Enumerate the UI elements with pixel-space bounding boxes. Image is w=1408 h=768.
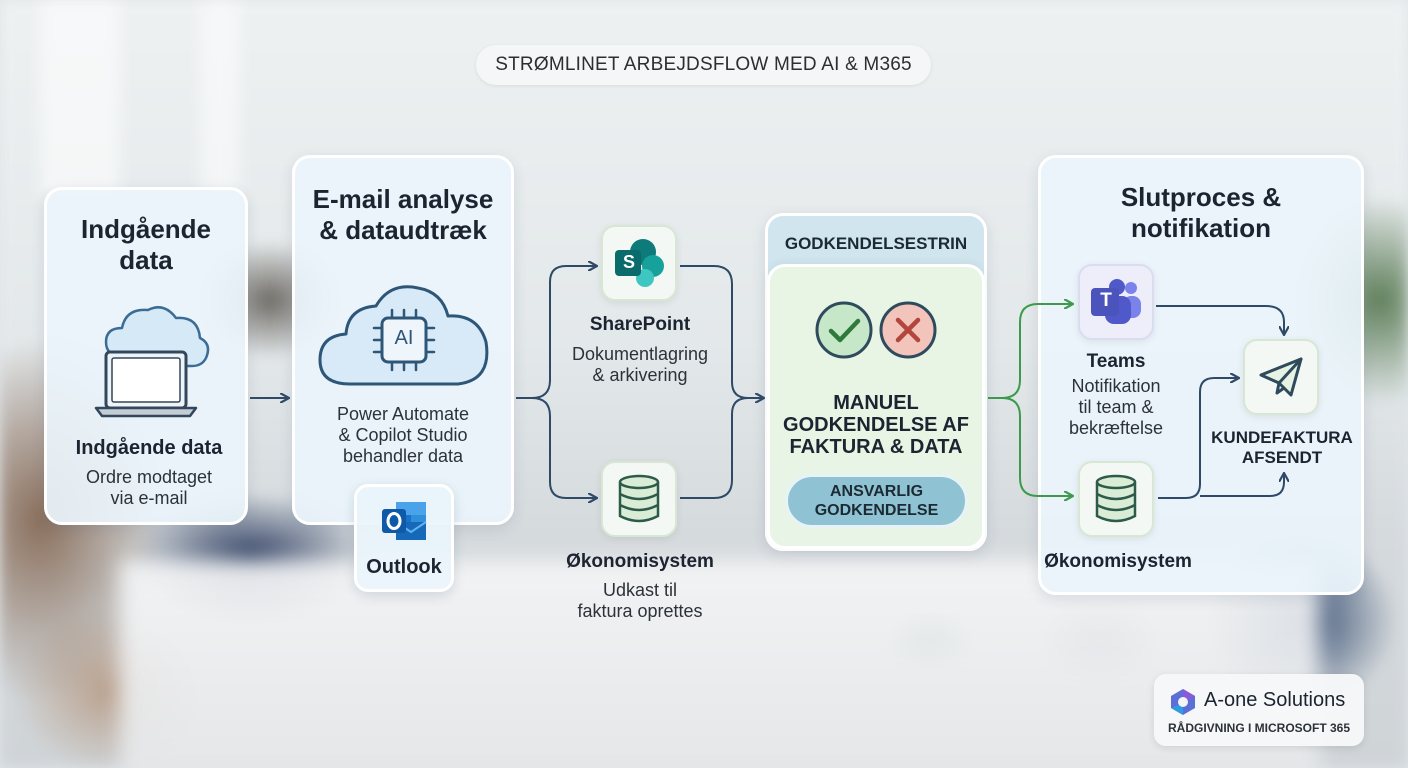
responsible-approval-line1: ANSVARLIG <box>829 483 924 500</box>
approval-description-line3: FAKTURA & DATA <box>789 436 963 458</box>
arrow-analysis-to-sharepoint <box>516 266 596 399</box>
sharepoint-desc: Dokumentlagring & arkivering <box>540 344 740 386</box>
brand-name-bold: A-one <box>1204 689 1258 711</box>
economy-system-desc: Udkast til faktura oprettes <box>540 580 740 622</box>
stage-email-analysis-desc-line1: Power Automate <box>336 404 470 424</box>
final-economy-label: Økonomisystem <box>1044 551 1192 572</box>
approval-description: MANUEL GODKENDELSE AF FAKTURA & DATA <box>767 392 985 458</box>
arrow-analysis-to-economy <box>531 397 596 498</box>
sharepoint-letter: S <box>622 252 635 272</box>
brand-tagline: RÅDGIVNING I MICROSOFT 365 <box>1167 721 1351 735</box>
teams-letter: T <box>1100 290 1112 311</box>
database-icon <box>618 474 660 523</box>
teams-desc: Notifikation til team & bekræftelse <box>1046 376 1186 439</box>
arrow-economy-to-invoice-lower <box>1200 474 1284 497</box>
teams-desc-line2: til team & <box>1078 397 1154 417</box>
sharepoint-label: SharePoint <box>589 314 691 335</box>
stage-incoming-desc-line1: Ordre modtaget <box>85 467 213 487</box>
arrow-economy-to-approval <box>680 397 749 499</box>
check-circle-icon <box>815 301 873 359</box>
arrow-teams-to-invoice <box>1156 305 1284 334</box>
stage-incoming-title-line1: Indgående <box>80 214 211 244</box>
teams-tile <box>1078 264 1154 340</box>
stage-incoming-card: Indgående data <box>44 187 248 525</box>
paper-plane-icon <box>1259 357 1303 397</box>
stage-email-analysis-title: E-mail analyse & dataudtræk <box>295 184 511 246</box>
approval-description-line2: GODKENDELSE AF <box>783 414 969 436</box>
economy-system-desc-line2: faktura oprettes <box>577 601 703 621</box>
stage-email-analysis-desc: Power Automate & Copilot Studio behandle… <box>292 404 514 467</box>
a-one-logo-icon <box>1171 689 1195 715</box>
diagram-title: STRØMLINET ARBEJDSFLOW MED AI & M365 <box>476 45 931 85</box>
stage-incoming-title-line2: data <box>119 245 173 275</box>
teams-label: Teams <box>1086 351 1146 372</box>
stage-email-analysis-title-line2: & dataudtræk <box>319 215 487 245</box>
ai-cloud-icon <box>318 285 489 386</box>
invoice-sent-line1: KUNDEFAKTURA <box>1211 428 1353 447</box>
stage-incoming-desc: Ordre modtaget via e-mail <box>44 467 254 509</box>
stage-email-analysis-desc-line3: behandler data <box>342 446 464 466</box>
database-icon <box>1095 474 1137 523</box>
economy-system-label: Økonomisystem <box>566 551 714 572</box>
teams-desc-line1: Notifikation <box>1071 376 1161 396</box>
approval-step-header: GODKENDELSESTRIN <box>784 234 968 253</box>
arrow-approval-to-teams <box>988 304 1072 399</box>
laptop-cloud-icon <box>94 306 210 418</box>
stage-incoming-label: Indgående data <box>75 437 223 459</box>
approval-description-line1: MANUEL <box>833 392 919 414</box>
sharepoint-tile <box>601 225 677 301</box>
stage-final-title: Slutproces & notifikation <box>1041 182 1361 244</box>
invoice-sent-tile <box>1243 339 1319 415</box>
ai-chip-label: AI <box>394 327 414 349</box>
brand-name: A-one Solutions <box>1204 689 1345 712</box>
sharepoint-desc-line1: Dokumentlagring <box>571 344 709 364</box>
arrow-sharepoint-to-approval <box>680 265 763 398</box>
arrow-approval-to-economy <box>1001 397 1072 496</box>
brand-name-rest: Solutions <box>1257 689 1346 711</box>
invoice-sent-line2: AFSENDT <box>1241 448 1323 467</box>
stage-final-title-line1: Slutproces & <box>1120 182 1282 212</box>
x-circle-icon <box>879 301 937 359</box>
invoice-sent-label: KUNDEFAKTURA AFSENDT <box>1196 428 1368 468</box>
stage-email-analysis-desc-line2: & Copilot Studio <box>338 425 468 445</box>
stage-incoming-desc-line2: via e-mail <box>110 488 188 508</box>
economy-system-tile <box>601 461 677 537</box>
arrow-economy-to-invoice-upper <box>1158 378 1238 499</box>
teams-icon <box>1091 279 1141 324</box>
final-economy-tile <box>1078 461 1154 537</box>
outlook-icon <box>382 502 427 540</box>
stage-final-title-line2: notifikation <box>1130 213 1272 243</box>
outlook-label: Outlook <box>366 556 442 578</box>
responsible-approval-line2: GODKENDELSE <box>814 502 939 519</box>
responsible-approval-button[interactable]: ANSVARLIG GODKENDELSE <box>785 474 968 528</box>
economy-system-desc-line1: Udkast til <box>602 580 678 600</box>
stage-incoming-title: Indgående data <box>47 214 245 276</box>
stage-email-analysis-title-line1: E-mail analyse <box>312 184 494 214</box>
sharepoint-desc-line2: & arkivering <box>592 365 688 385</box>
sharepoint-icon <box>615 239 664 287</box>
teams-desc-line3: bekræftelse <box>1068 418 1164 438</box>
